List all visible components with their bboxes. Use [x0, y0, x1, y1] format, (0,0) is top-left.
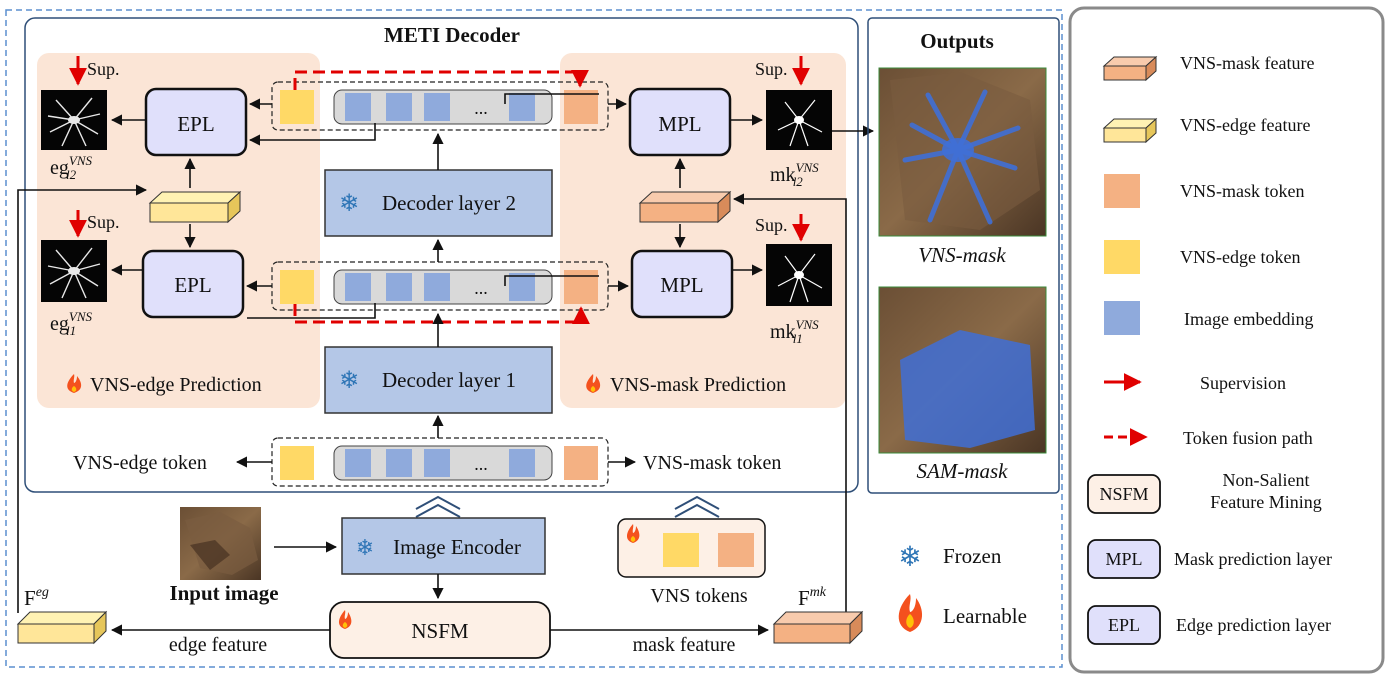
legend-edge-token-swatch [1104, 240, 1140, 274]
token-group-middle: ... [271, 261, 609, 311]
legend-label: Supervision [1200, 373, 1286, 393]
sam-mask-caption: SAM-mask [917, 459, 1009, 483]
f-eg-label: Feg [24, 585, 49, 610]
frozen-icon: ❄ [339, 189, 359, 217]
mask-feature-cube-decoder [638, 190, 732, 224]
sup-label: Sup. [87, 212, 120, 232]
sup-label: Sup. [87, 59, 120, 79]
sam-mask-output-image [878, 286, 1047, 454]
token-group-bottom: ... [271, 437, 609, 487]
image-encoder-label: Image Encoder [393, 535, 521, 559]
decoder-layer-2 [324, 169, 553, 237]
mk-l1-thumbnail [766, 244, 832, 306]
chevron-up-icon [674, 495, 720, 518]
frozen-label: Frozen [943, 544, 1002, 568]
token-fusion-path-top [293, 69, 589, 90]
edge-prediction-title: VNS-edge Prediction [90, 374, 262, 396]
mask-feature-cube-bottom [772, 610, 864, 645]
mpl-label: MPL [660, 273, 703, 297]
vns-mask-caption: VNS-mask [918, 243, 1006, 267]
decoder-layer-1-label: Decoder layer 1 [382, 368, 516, 392]
epl-box-bottom [141, 249, 245, 319]
mpl-label: MPL [658, 112, 701, 136]
svg-text:...: ... [474, 98, 488, 118]
vns-mask-output-image [878, 67, 1047, 237]
mask-token-label: VNS-mask token [643, 452, 781, 474]
outer-dashed-frame [5, 9, 1063, 668]
mask-prediction-title: VNS-mask Prediction [610, 374, 786, 396]
mpl-box-bottom [630, 249, 734, 319]
input-image [180, 507, 261, 580]
frozen-icon: ❄ [339, 366, 359, 394]
outputs-title: Outputs [920, 29, 994, 53]
legend-abbr: EPL [1108, 615, 1140, 635]
legend-label: Mask prediction layer [1174, 549, 1332, 569]
legend-label: Image embedding [1184, 309, 1313, 329]
flame-icon [898, 594, 923, 632]
flame-icon [338, 610, 352, 629]
decoder-connections [17, 93, 875, 613]
token-group-top: ... [271, 81, 609, 131]
input-image-label: Input image [169, 581, 278, 605]
edge-feature-cube-decoder [148, 190, 242, 224]
image-encoder-box [341, 517, 546, 575]
epl-label: EPL [174, 273, 211, 297]
legend-label: Edge prediction layer [1176, 615, 1331, 635]
token-fusion-path-middle [293, 304, 590, 325]
legend-mask-feature-swatch [1102, 55, 1158, 82]
svg-text:...: ... [474, 454, 488, 474]
epl-label: EPL [177, 112, 214, 136]
flame-icon [626, 524, 640, 543]
edge-feature-cube-bottom [16, 610, 108, 645]
outputs-panel [867, 17, 1060, 494]
sup-label: Sup. [755, 215, 788, 235]
epl-box-top [144, 87, 248, 157]
decoder-layer-2-label: Decoder layer 2 [382, 191, 516, 215]
edge-token-label: VNS-edge token [73, 452, 207, 474]
legend-mask-token-swatch [1104, 174, 1140, 208]
vns-edge-token [663, 533, 699, 567]
chevron-up-icon [415, 495, 461, 518]
mk-l2-thumbnail [766, 90, 832, 150]
flame-icon [67, 374, 82, 393]
mpl-box-top [628, 87, 732, 157]
legend-image-embedding-swatch [1104, 301, 1140, 335]
frozen-icon: ❄ [356, 536, 374, 561]
mask-feature-label: mask feature [633, 634, 736, 656]
legend-label: Token fusion path [1183, 428, 1313, 448]
legend-label: VNS-edge feature [1180, 115, 1310, 135]
vns-tokens-label: VNS tokens [650, 585, 747, 607]
legend-label: VNS-edge token [1180, 247, 1300, 267]
legend-mpl-swatch [1087, 539, 1161, 579]
frozen-icon: ❄ [898, 540, 921, 573]
flame-icon [586, 374, 601, 393]
legend-edge-feature-swatch [1102, 117, 1158, 144]
legend-abbr: NSFM [1099, 484, 1148, 504]
legend-abbr: MPL [1105, 549, 1142, 569]
eg-l1-thumbnail [41, 240, 107, 302]
svg-text:...: ... [474, 278, 488, 298]
legend-label: VNS-mask feature [1180, 53, 1314, 73]
sup-label: Sup. [755, 59, 788, 79]
legend-nsfm-swatch [1087, 474, 1161, 514]
vns-mask-token [718, 533, 754, 567]
eg-l2-thumbnail [41, 90, 107, 150]
learnable-label: Learnable [943, 604, 1027, 628]
decoder-frame [24, 17, 859, 493]
f-mk-label: Fmk [798, 585, 827, 610]
legend-label: VNS-mask token [1180, 181, 1305, 201]
nsfm-label: NSFM [411, 619, 469, 643]
legend-epl-swatch [1087, 605, 1161, 645]
edge-feature-label: edge feature [169, 634, 267, 656]
decoder-title: METI Decoder [384, 23, 520, 47]
